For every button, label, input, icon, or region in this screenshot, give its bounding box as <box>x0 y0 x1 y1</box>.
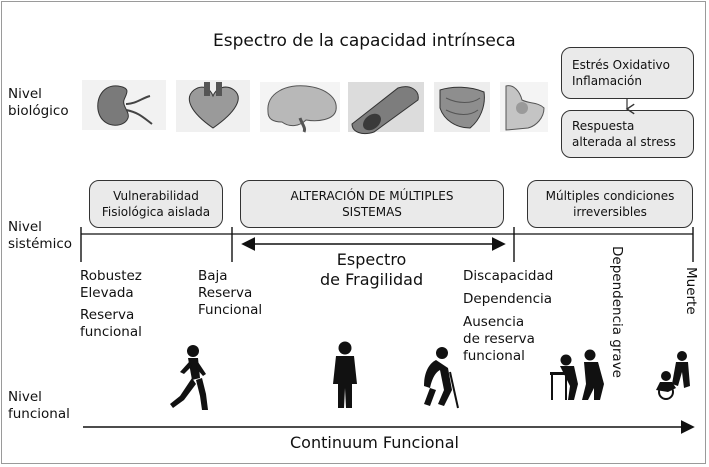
heart-icon <box>176 80 250 132</box>
multiple-systems-alteration-box: ALTERACIÓN DE MÚLTIPLES SISTEMAS <box>240 180 504 228</box>
functional-reserve-label: Reserva funcional <box>80 307 142 340</box>
standing-person-icon <box>333 341 357 408</box>
dependence-label: Dependencia <box>463 291 553 307</box>
vulnerability-box: Vulnerabilidad Fisiológica aislada <box>89 180 223 228</box>
brain-icon <box>260 82 340 133</box>
oxidative-stress-box: Estrés Oxidativo Inflamación <box>561 47 694 99</box>
continuum-label: Continuum Funcional <box>290 433 459 452</box>
disability-label: Discapacidad <box>463 268 554 284</box>
muscle-icon <box>434 82 490 132</box>
blood-vessel-icon <box>348 82 424 135</box>
fragility-spectrum-label: Espectro de Fragilidad <box>320 250 424 289</box>
wheelchair-icon <box>656 351 690 400</box>
walker-with-caregiver-icon <box>550 349 604 400</box>
level-systemic: Nivel sistémico <box>8 219 72 252</box>
robustness-label: Robustez Elevada <box>80 268 142 301</box>
kidney-icon <box>82 80 166 130</box>
level-functional: Nivel funcional <box>8 389 70 422</box>
runner-icon <box>170 345 208 410</box>
irreversible-conditions-box: Múltiples condiciones irreversibles <box>527 180 693 228</box>
death-label: Muerte <box>683 267 699 315</box>
diagram-title: Espectro de la capacidad intrínseca <box>213 31 516 51</box>
severe-dependence-label: Dependencia grave <box>609 246 625 378</box>
low-reserve-label: Baja Reserva Funcional <box>198 268 263 318</box>
systemic-timeline <box>80 227 694 262</box>
elderly-with-cane-icon <box>424 347 459 409</box>
joint-icon <box>500 82 548 132</box>
altered-stress-response-box: Respuesta alterada al stress <box>561 110 694 158</box>
no-reserve-label: Ausencia de reserva funcional <box>463 314 535 364</box>
level-biological: Nivel biológico <box>8 86 69 119</box>
